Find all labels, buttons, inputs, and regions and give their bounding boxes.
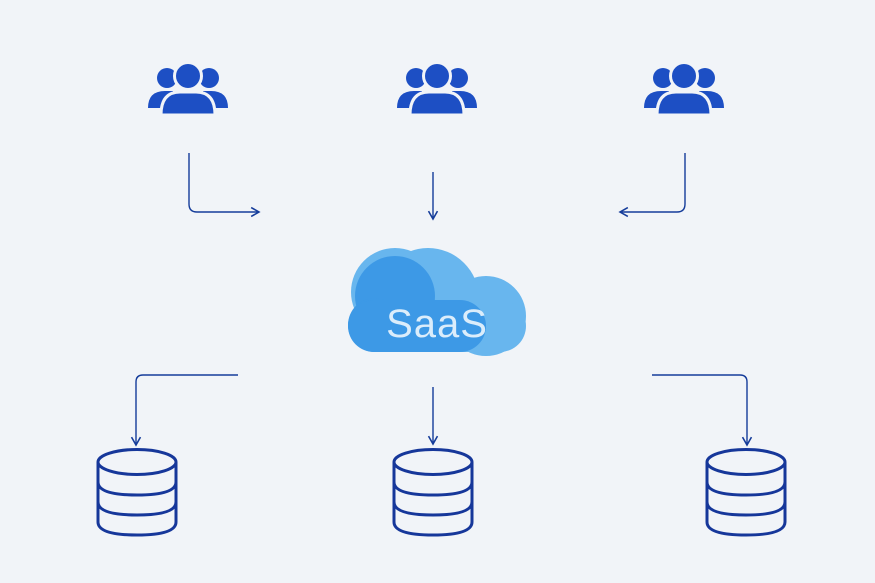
database-icon-right bbox=[705, 448, 787, 537]
cloud-front bbox=[348, 256, 486, 352]
users-icon-center bbox=[395, 61, 479, 117]
database-icon-center bbox=[392, 448, 474, 537]
arrow-saas-to-left-database bbox=[130, 374, 238, 447]
arrow-left-user-to-saas bbox=[188, 153, 261, 218]
users-icon-left bbox=[146, 61, 230, 117]
saas-label: SaaS bbox=[386, 302, 488, 346]
database-icon-left bbox=[96, 448, 178, 537]
arrow-right-user-to-saas bbox=[618, 153, 686, 218]
arrow-saas-to-right-database bbox=[652, 374, 753, 447]
saas-cloud: SaaS bbox=[348, 248, 526, 356]
users-icon-right bbox=[642, 61, 726, 117]
